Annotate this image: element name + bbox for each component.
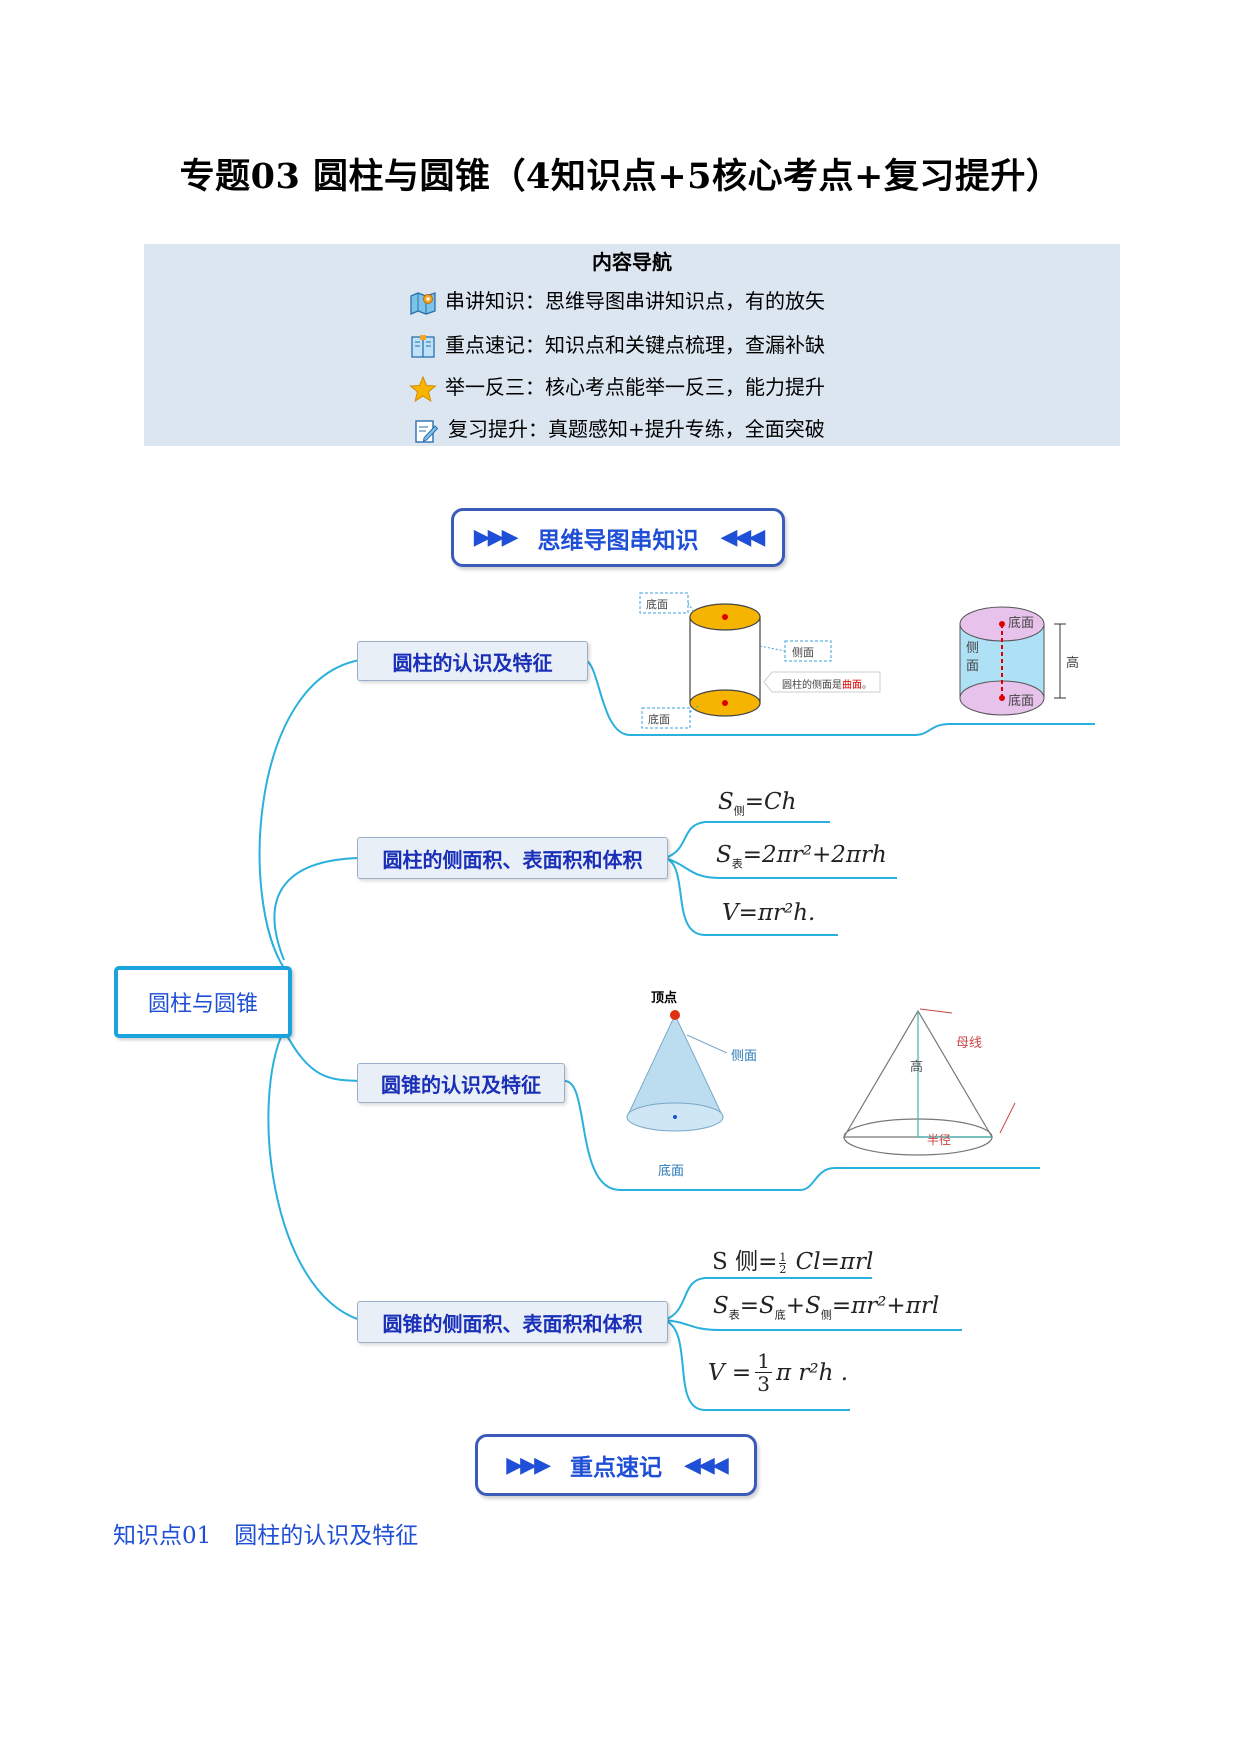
mindmap-root: 圆柱与圆锥 bbox=[114, 966, 292, 1038]
map-icon bbox=[409, 290, 437, 316]
cyl-formula-volume: V=πr²h. bbox=[722, 900, 816, 926]
cyl-right-height-label: 高 bbox=[1066, 656, 1080, 671]
cylinder-right-diagram bbox=[959, 606, 1066, 716]
section-header-keypoints: ▶▶▶ 重点速记 ◀◀◀ bbox=[475, 1434, 757, 1496]
cone-radius-label: 半径 bbox=[927, 1133, 952, 1147]
branch-cone-area-volume: 圆锥的侧面积、表面积和体积 bbox=[357, 1301, 668, 1343]
cone-height-label: 高 bbox=[910, 1060, 924, 1075]
cylinder-diagram bbox=[639, 592, 881, 729]
cone-side-label: 侧面 bbox=[731, 1049, 758, 1064]
branch-cylinder-features: 圆柱的认识及特征 bbox=[357, 641, 588, 681]
cone-base-label: 底面 bbox=[658, 1164, 685, 1179]
triangle-right-icon: ▶▶▶ bbox=[473, 525, 519, 550]
nav-item-text: 重点速记：知识点和关键点梳理，查漏补缺 bbox=[445, 333, 825, 357]
triangle-left-icon: ◀◀◀ bbox=[684, 1452, 729, 1478]
triangle-right-icon: ▶▶▶ bbox=[506, 1452, 551, 1478]
cyl-right-top-label: 底面 bbox=[1008, 616, 1035, 631]
cyl-label-top: 底面 bbox=[646, 598, 668, 611]
nav-item-edit[interactable]: 复习提升：真题感知+提升专练，全面突破 bbox=[412, 414, 825, 444]
nav-heading: 内容导航 bbox=[592, 250, 672, 274]
cyl-right-side-label: 侧面 bbox=[966, 641, 980, 674]
content-nav-box: 内容导航 串讲知识：思维导图串讲知识点，有的放矢 重点速记：知识点和关键点梳理，… bbox=[144, 244, 1120, 446]
book-icon bbox=[409, 334, 437, 360]
cone-diagram bbox=[626, 1010, 728, 1132]
cone-formula-volume: V = 1 3 π r²h . bbox=[708, 1349, 849, 1396]
nav-item-star[interactable]: 举一反三：核心考点能举一反三，能力提升 bbox=[409, 372, 825, 402]
branch-cylinder-area-volume: 圆柱的侧面积、表面积和体积 bbox=[357, 837, 668, 879]
nav-item-text: 举一反三：核心考点能举一反三，能力提升 bbox=[445, 375, 825, 399]
cyl-label-side: 侧面 bbox=[792, 646, 814, 659]
nav-item-map[interactable]: 串讲知识：思维导图串讲知识点，有的放矢 bbox=[409, 286, 825, 316]
cone-formula-surface: S表=S底+S侧=πr²+πrl bbox=[713, 1293, 940, 1322]
cyl-callout: 圆柱的侧面是曲面。 bbox=[782, 680, 872, 691]
cyl-formula-surface: S表=2πr²+2πrh bbox=[716, 842, 887, 871]
cone-slant-label: 母线 bbox=[956, 1036, 983, 1051]
cone-right-diagram bbox=[842, 1008, 1016, 1156]
star-icon bbox=[409, 375, 437, 402]
branch-cone-features: 圆锥的认识及特征 bbox=[357, 1063, 565, 1103]
nav-item-text: 串讲知识：思维导图串讲知识点，有的放矢 bbox=[445, 289, 825, 313]
nav-item-book[interactable]: 重点速记：知识点和关键点梳理，查漏补缺 bbox=[409, 330, 825, 360]
cyl-right-bottom-label: 底面 bbox=[1008, 694, 1035, 709]
cyl-label-bottom: 底面 bbox=[648, 713, 670, 726]
triangle-left-icon: ◀◀◀ bbox=[720, 525, 766, 550]
cyl-formula-lateral: S侧=Ch bbox=[718, 789, 797, 818]
page-title: 专题03 圆柱与圆锥（4知识点+5核心考点+复习提升） bbox=[179, 156, 1062, 197]
section-header-mindmap: ▶▶▶ 思维导图串知识 ◀◀◀ bbox=[451, 508, 785, 567]
edit-icon bbox=[412, 418, 440, 444]
knowledge-point-heading: 知识点01 圆柱的认识及特征 bbox=[113, 1523, 419, 1549]
cone-apex-label: 顶点 bbox=[651, 991, 678, 1006]
nav-item-text: 复习提升：真题感知+提升专练，全面突破 bbox=[448, 417, 825, 441]
